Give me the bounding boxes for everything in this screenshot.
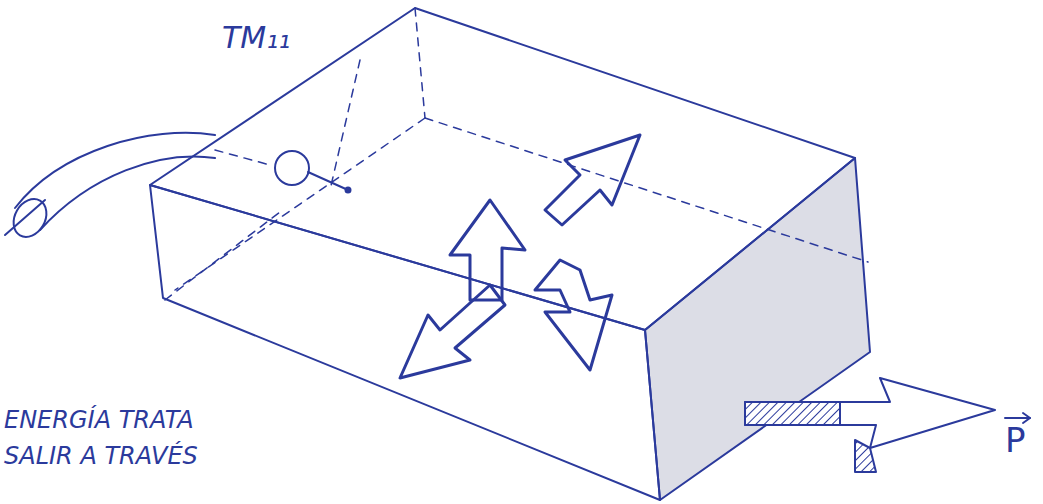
- poynting-vector-label: P: [1005, 420, 1026, 460]
- note-text: ENERGÍA TRATA SALIR A TRAVÉS: [4, 402, 214, 474]
- mode-label: TM₁₁: [222, 20, 290, 55]
